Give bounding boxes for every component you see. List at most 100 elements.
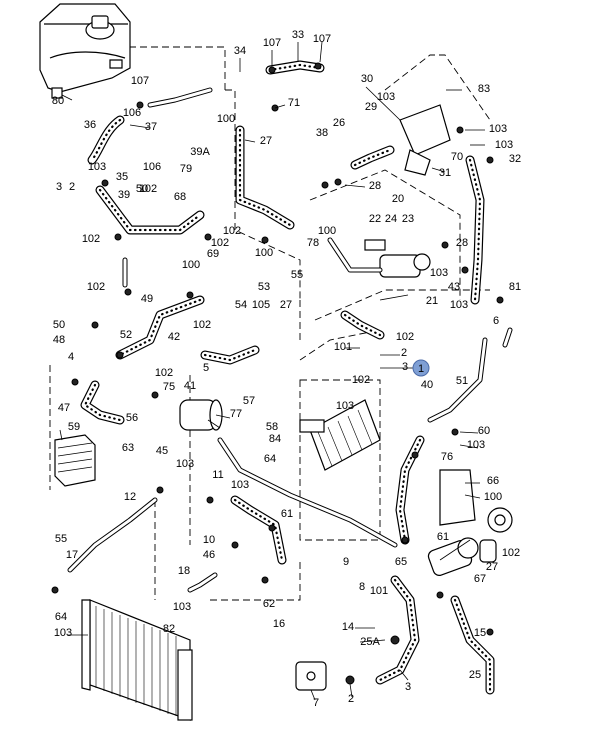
part-callout-label: 103 (430, 267, 448, 279)
coolant-valve-assembly (364, 239, 431, 278)
part-callout-label: 30 (361, 73, 373, 85)
part-callout-label: 80 (52, 95, 64, 107)
heater-core (299, 399, 381, 471)
part-callout-label: 7 (313, 697, 319, 709)
highlight-marker[interactable]: 1 (410, 359, 430, 377)
part-callout-label: 106 (143, 161, 161, 173)
leader-lines (59, 41, 485, 701)
part-callout-label: 35 (116, 171, 128, 183)
part-callout-label: 100 (318, 225, 336, 237)
part-callout-label: 39 (118, 189, 130, 201)
part-callout-label: 103 (377, 91, 395, 103)
part-callout-label: 65 (395, 556, 407, 568)
part-callout-label: 103 (450, 299, 468, 311)
part-callout-label: 2 (348, 693, 354, 705)
part-callout-label: 78 (307, 237, 319, 249)
part-callout-label: 81 (509, 281, 521, 293)
part-callout-label: 102 (223, 225, 241, 237)
part-callout-label: 8 (359, 581, 365, 593)
part-callout-label: 51 (456, 375, 468, 387)
part-callout-label: 76 (441, 451, 453, 463)
part-callout-label: 101 (370, 585, 388, 597)
part-callout-label: 27 (486, 561, 498, 573)
part-callout-label: 102 (82, 233, 100, 245)
part-callout-label: 64 (264, 453, 276, 465)
part-callout-label: 60 (478, 425, 490, 437)
pipe-runs (67, 87, 513, 593)
part-callout-label: 103 (88, 161, 106, 173)
part-callout-label: 20 (392, 193, 404, 205)
part-callout-label: 43 (448, 281, 460, 293)
part-callout-label: 103 (173, 601, 191, 613)
part-callout-label: 103 (336, 400, 354, 412)
part-callout-label: 42 (168, 331, 180, 343)
part-callout-label: 103 (231, 479, 249, 491)
part-callout-label: 28 (369, 180, 381, 192)
expansion-tank (39, 3, 131, 99)
part-callout-label: 39A (190, 146, 210, 158)
part-callout-label: 102 (87, 281, 105, 293)
part-callout-label: 36 (84, 119, 96, 131)
part-callout-label: 53 (258, 281, 270, 293)
part-callout-label: 45 (156, 445, 168, 457)
part-callout-label: 25 (469, 669, 481, 681)
part-callout-label: 66 (487, 475, 499, 487)
part-callout-label: 3 (56, 181, 62, 193)
part-callout-label: 50 (53, 319, 65, 331)
part-callout-label: 27 (260, 135, 272, 147)
part-callout-label: 106 (123, 107, 141, 119)
part-callout-label: 27 (280, 299, 292, 311)
part-callout-label: 54 (235, 299, 247, 311)
part-callout-label: 5 (203, 362, 209, 374)
part-callout-label: 6 (493, 315, 499, 327)
part-callout-label: 52 (120, 329, 132, 341)
part-callout-label: 63 (122, 442, 134, 454)
part-callout-label: 4 (68, 351, 74, 363)
part-callout-label: 79 (180, 163, 192, 175)
part-callout-label: 103 (495, 139, 513, 151)
part-callout-label: 10 (203, 534, 215, 546)
part-callout-label: 55 (55, 533, 67, 545)
part-callout-label: 102 (211, 237, 229, 249)
part-callout-label: 102 (139, 183, 157, 195)
part-callout-label: 100 (217, 113, 235, 125)
part-callout-label: 18 (178, 565, 190, 577)
part-callout-label: 25A (360, 636, 380, 648)
part-callout-label: 3 (405, 681, 411, 693)
part-callout-label: 82 (163, 623, 175, 635)
part-callout-label: 55 (291, 269, 303, 281)
part-callout-label: 61 (281, 508, 293, 520)
part-callout-label: 49 (141, 293, 153, 305)
part-callout-label: 103 (489, 123, 507, 135)
part-callout-label: 24 (385, 213, 397, 225)
part-callout-label: 28 (456, 237, 468, 249)
part-callout-label: 61 (437, 531, 449, 543)
part-callout-label: 64 (55, 611, 67, 623)
part-callout-label: 59 (68, 421, 80, 433)
part-callout-label: 31 (439, 167, 451, 179)
hose-runs (80, 60, 495, 695)
part-callout-label: 107 (313, 33, 331, 45)
part-callout-label: 50 (136, 183, 148, 195)
part-callout-label: 77 (230, 408, 242, 420)
hose-clamps (51, 62, 504, 685)
part-callout-label: 48 (53, 334, 65, 346)
part-callout-label: 22 (369, 213, 381, 225)
part-callout-label: 100 (255, 247, 273, 259)
part-callout-label: 101 (334, 341, 352, 353)
part-callout-label: 58 (266, 421, 278, 433)
part-callout-label: 15 (474, 627, 486, 639)
part-callout-label: 83 (478, 83, 490, 95)
part-callout-label: 68 (174, 191, 186, 203)
highlight-marker-label: 1 (418, 363, 424, 375)
part-callout-label: 100 (182, 259, 200, 271)
part-callout-label: 107 (263, 37, 281, 49)
part-callout-label: 102 (352, 374, 370, 386)
highlight-marker-circle (412, 359, 430, 377)
part-callout-label: 32 (509, 153, 521, 165)
part-callout-label: 103 (467, 439, 485, 451)
part-callout-label: 29 (365, 101, 377, 113)
